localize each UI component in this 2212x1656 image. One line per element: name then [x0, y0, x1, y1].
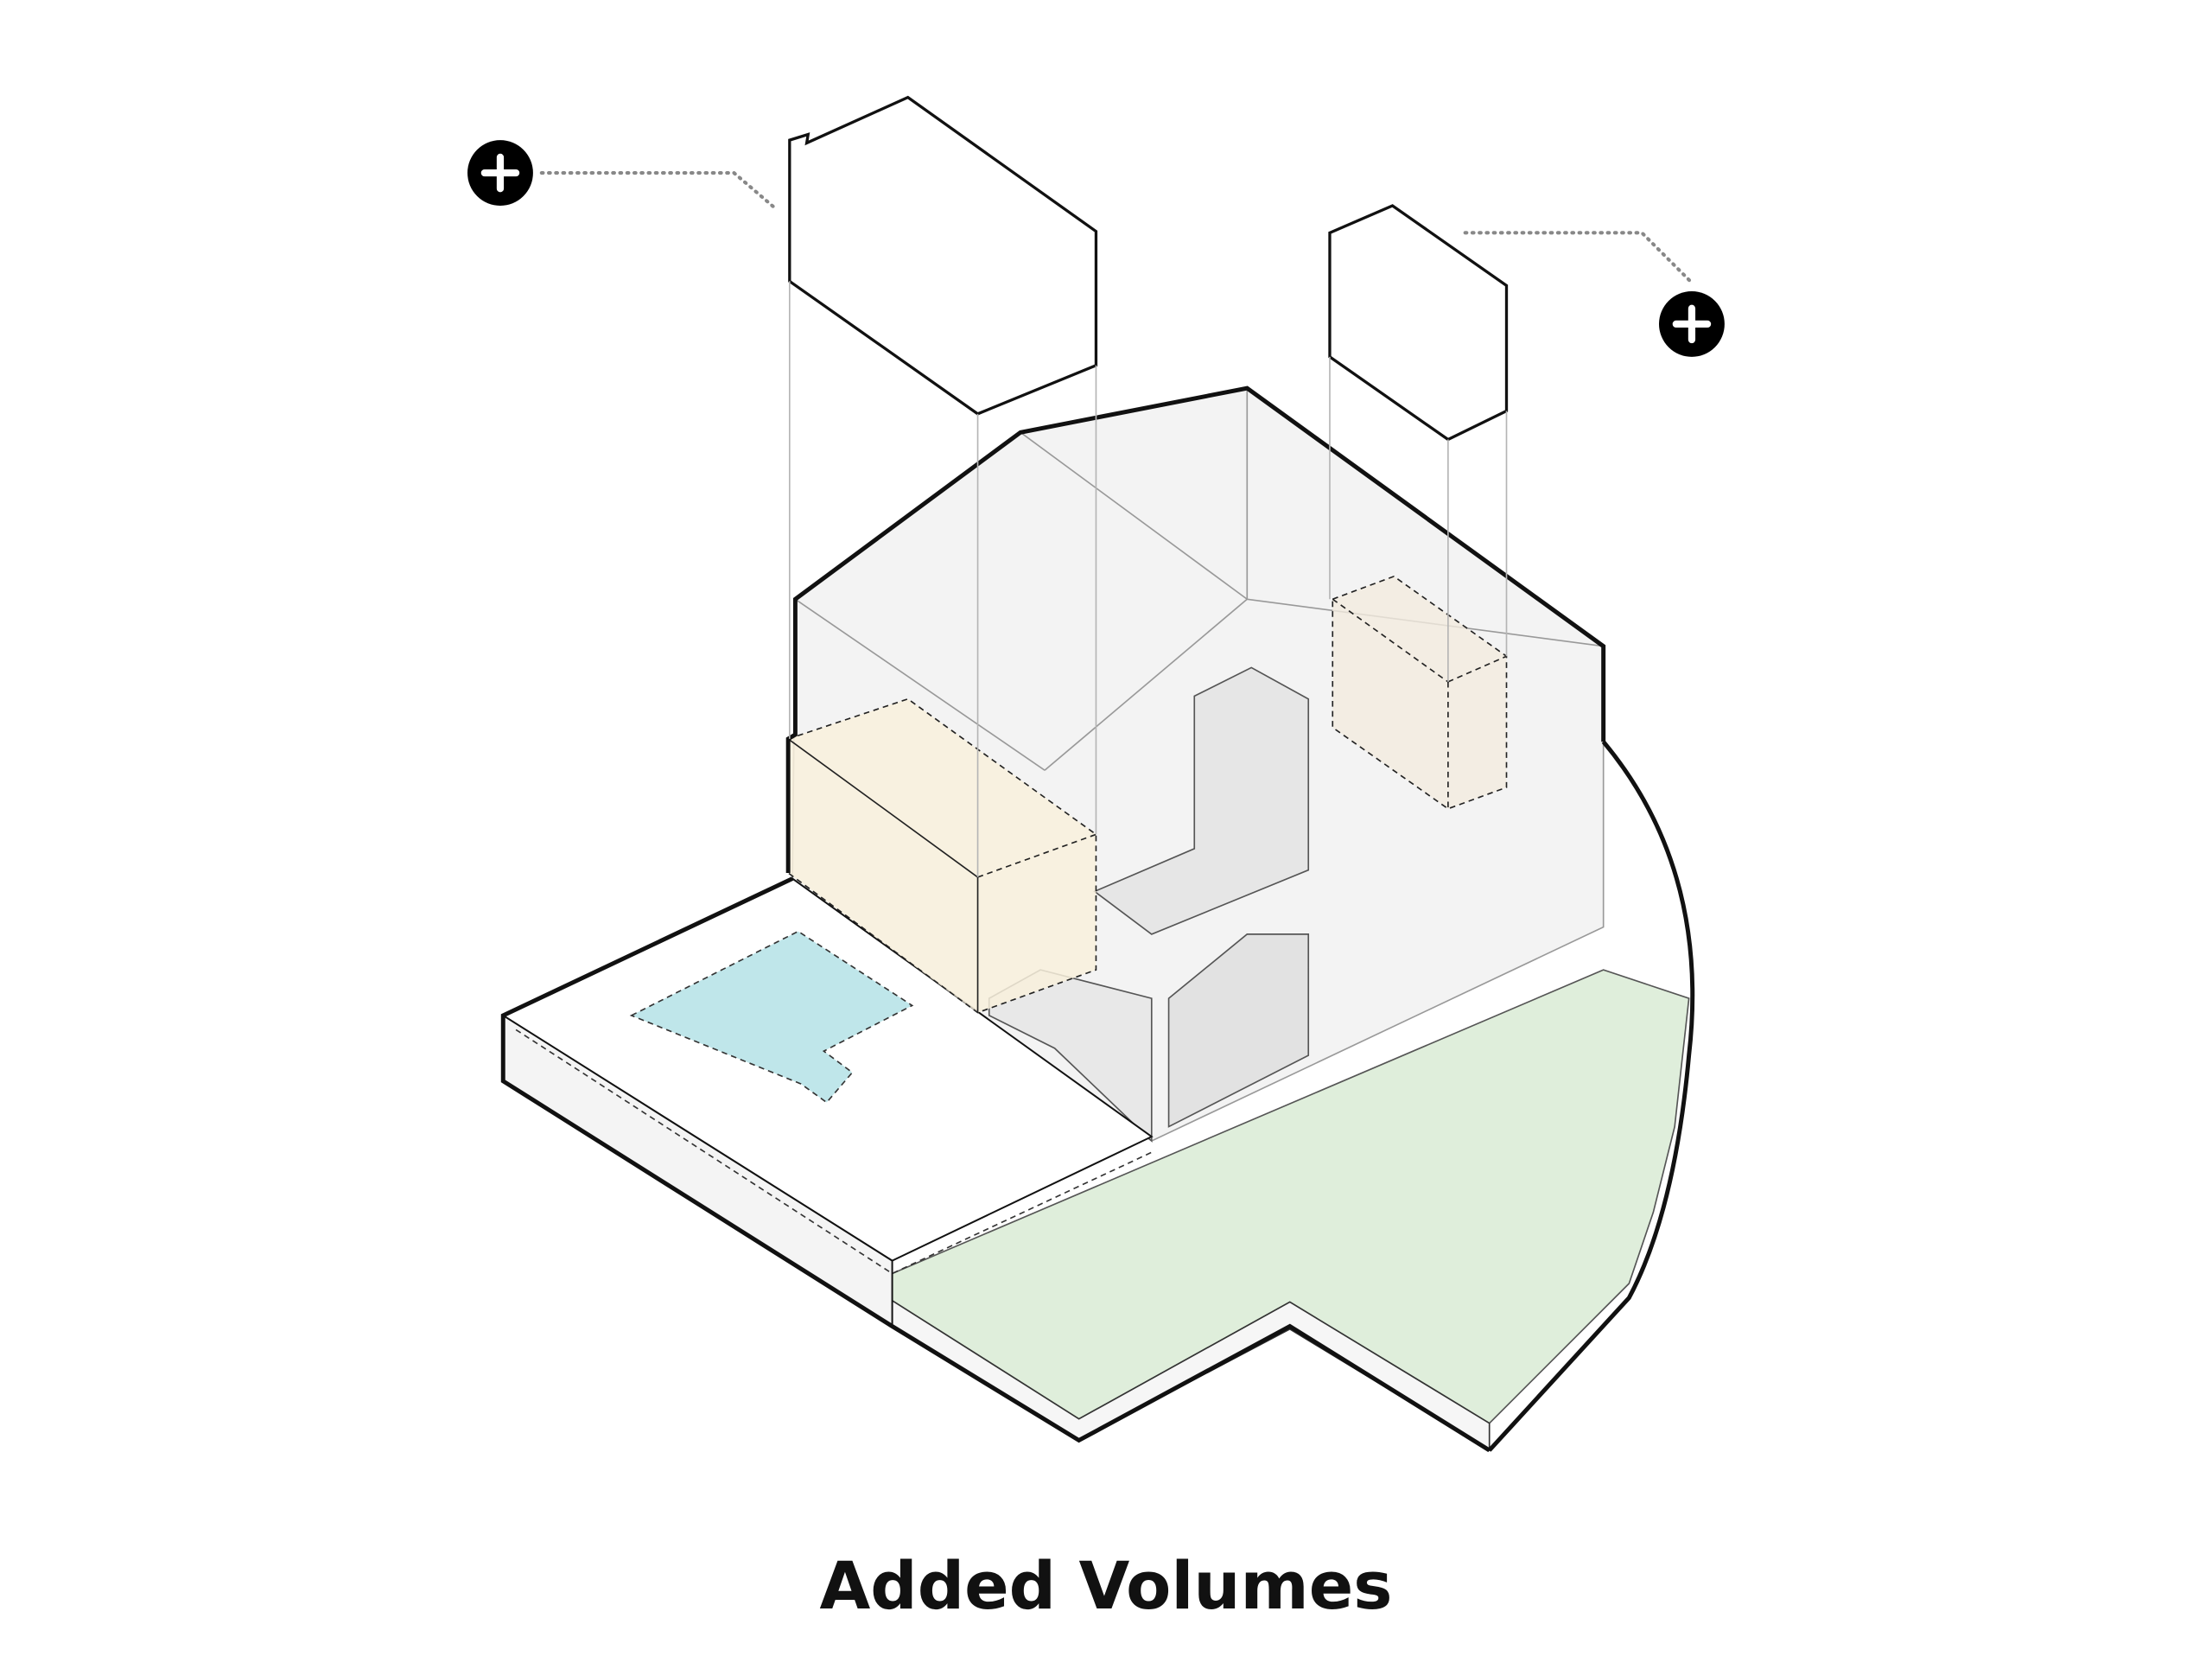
projection-guides — [788, 281, 1508, 877]
ground-void — [1167, 933, 1310, 1128]
diagram-title: Added Volumes — [819, 1547, 1393, 1624]
added-volume-edge — [1332, 598, 1449, 683]
added-volume-right-placed — [1332, 575, 1508, 810]
plus-icon-right — [1659, 290, 1725, 357]
added-volume-edge — [977, 833, 1096, 878]
site-boundary-arc — [1487, 740, 1695, 1452]
leader-line-left — [539, 171, 776, 209]
roof-ridge — [1020, 431, 1248, 600]
plus-icon-left — [467, 140, 533, 206]
added-volume-edge — [787, 738, 979, 878]
base-outline — [500, 876, 1491, 1453]
pool — [629, 930, 914, 1104]
added-volume-edge — [1447, 655, 1507, 683]
deck-dashed-edge — [515, 1029, 1153, 1275]
roof-line — [794, 598, 1046, 771]
added-volume-left-placed — [787, 697, 1097, 1014]
floating-volume-right — [1328, 204, 1509, 442]
floating-volume-left — [788, 95, 1098, 416]
terrace-void — [1093, 666, 1310, 935]
leader-line-right — [1463, 231, 1694, 285]
roof-line — [1044, 598, 1248, 771]
